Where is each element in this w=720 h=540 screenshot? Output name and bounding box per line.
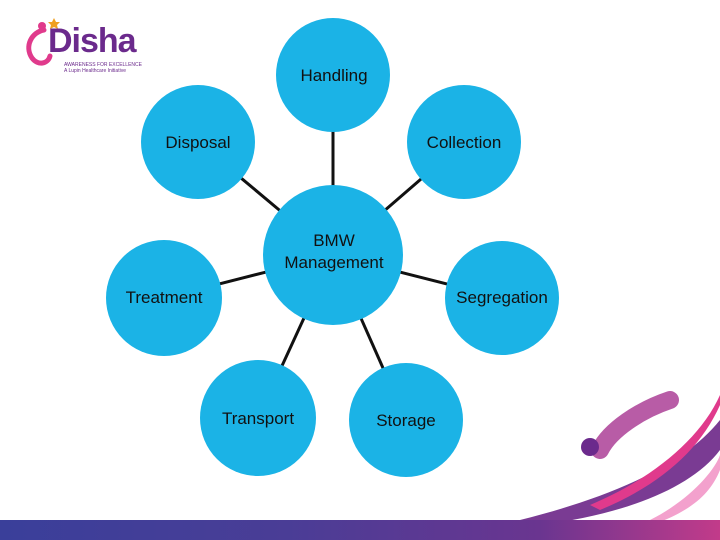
connector-line-segregation bbox=[398, 270, 450, 286]
node-label-collection: Collection bbox=[426, 133, 502, 152]
logo-tagline: AWARENESS FOR EXCELLENCE A Lupin Healthc… bbox=[64, 62, 142, 74]
node-label-treatment: Treatment bbox=[125, 288, 203, 307]
node-label-transport: Transport bbox=[221, 409, 295, 428]
node-circle-transport bbox=[200, 360, 316, 476]
node-circle-handling bbox=[276, 18, 390, 132]
node-label-handling: Handling bbox=[300, 66, 368, 85]
center-label-line2: Management bbox=[284, 253, 384, 272]
node-circle-storage bbox=[349, 363, 463, 477]
connector-line-collection bbox=[383, 176, 424, 212]
connector-line-treatment bbox=[217, 270, 268, 286]
node-circle-disposal bbox=[141, 85, 255, 199]
logo-swoosh-icon bbox=[26, 18, 60, 66]
node-label-storage: Storage bbox=[376, 411, 436, 430]
connector-line-disposal bbox=[239, 176, 282, 213]
center-node-circle bbox=[263, 185, 403, 325]
node-label-disposal: Disposal bbox=[165, 133, 231, 152]
connector-line-storage bbox=[359, 316, 386, 371]
connector-line-transport bbox=[280, 316, 306, 368]
bottom-gradient-bar bbox=[0, 520, 720, 540]
node-circle-collection bbox=[407, 85, 521, 199]
node-circle-treatment bbox=[106, 240, 222, 356]
disha-logo: Disha AWARENESS FOR EXCELLENCE A Lupin H… bbox=[14, 12, 164, 78]
center-node-label: BMW Management bbox=[268, 230, 400, 274]
node-circle-segregation bbox=[445, 241, 559, 355]
logo-tagline-line2: A Lupin Healthcare Initiative bbox=[64, 68, 126, 74]
logo-brand-text: Disha bbox=[48, 22, 137, 60]
logo-tagline-line1: AWARENESS FOR EXCELLENCE bbox=[64, 62, 142, 68]
node-label-segregation: Segregation bbox=[456, 288, 548, 307]
center-label-line1: BMW bbox=[313, 231, 355, 250]
